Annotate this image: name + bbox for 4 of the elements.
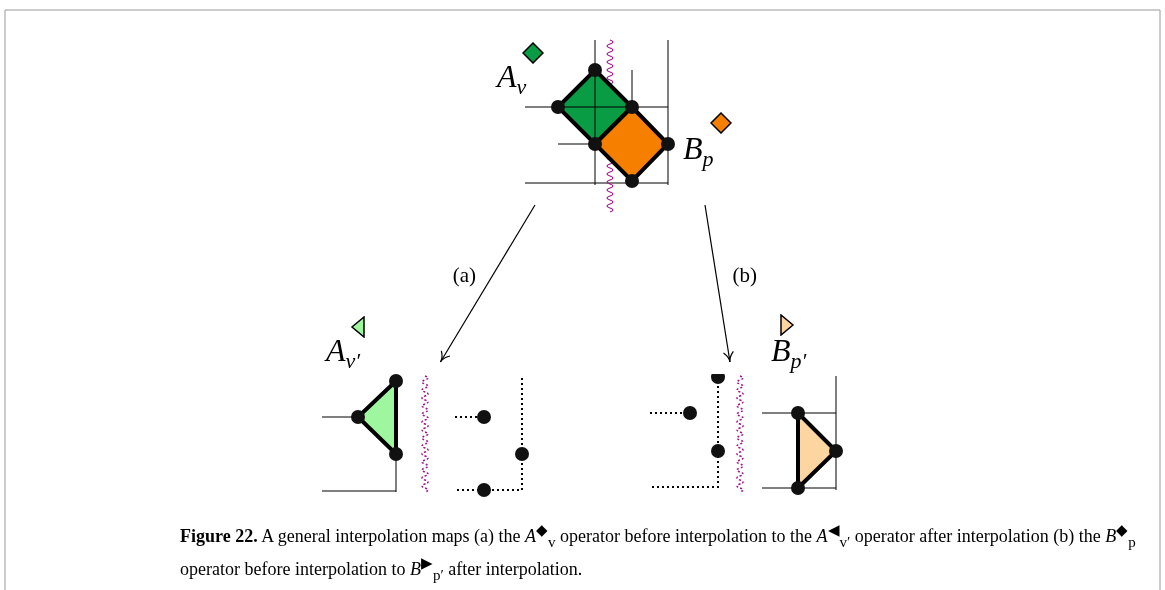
operator-label: B$_{p}$ [683, 132, 714, 171]
operator-label: B$_{p′}$ [771, 334, 807, 373]
operator-label: A$_{v′}$ [326, 334, 361, 373]
operator-label: A$_{v}$ [497, 60, 527, 99]
